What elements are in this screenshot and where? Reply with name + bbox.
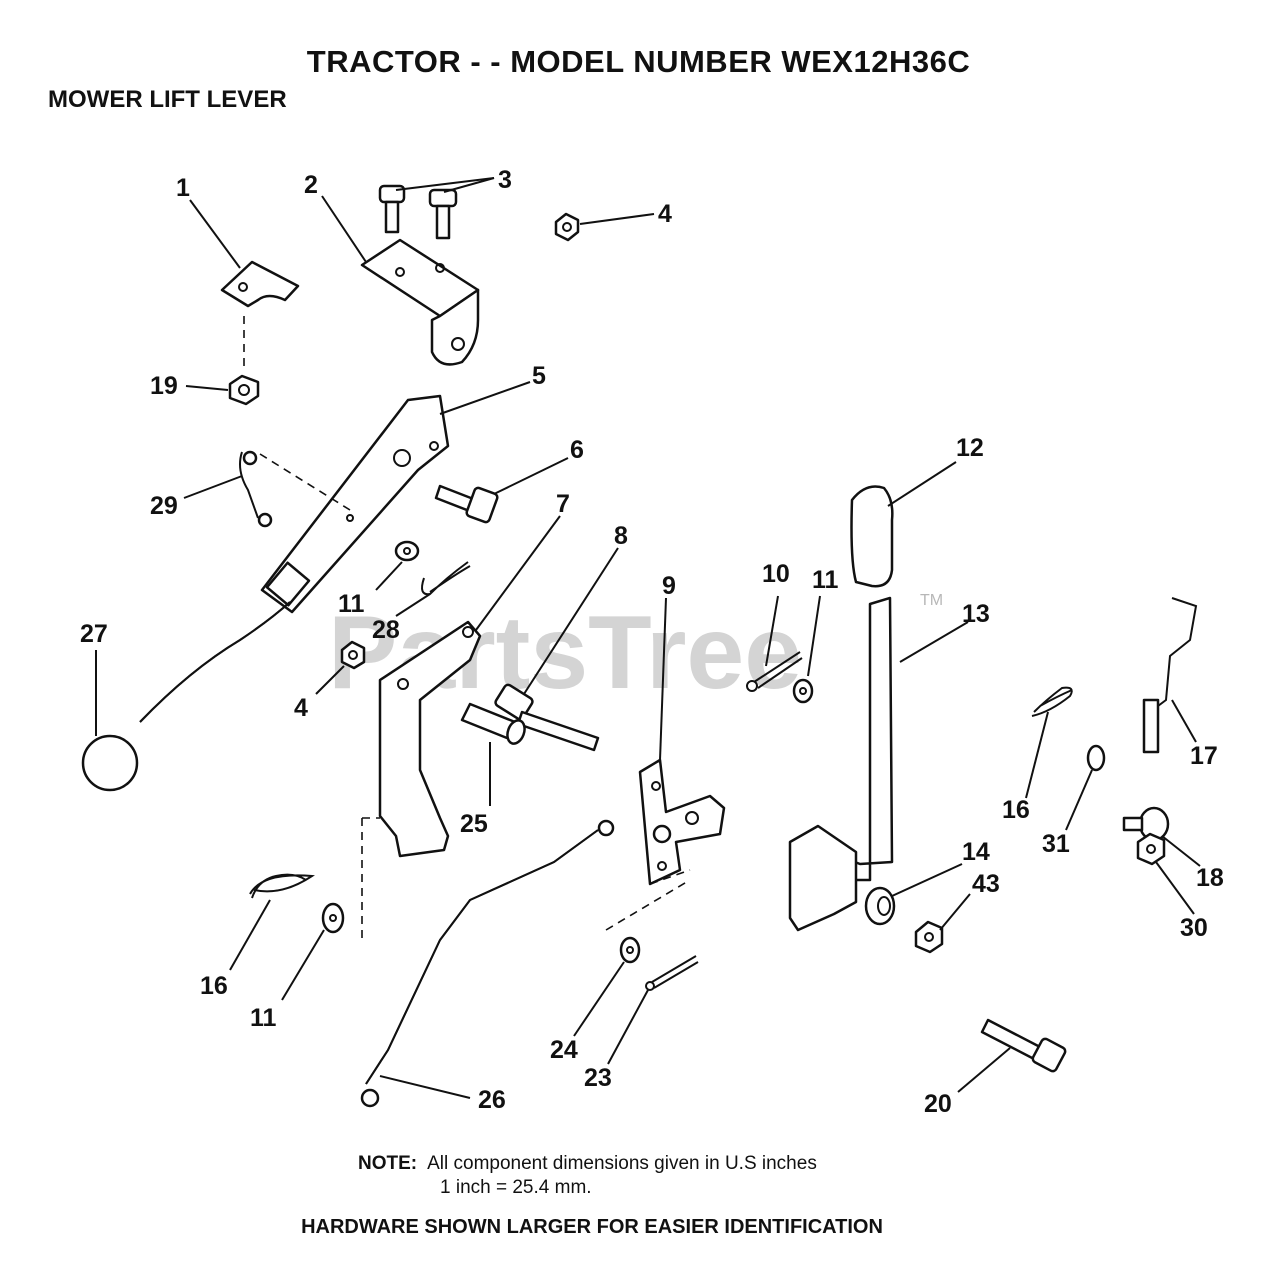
callout-8: 8	[614, 522, 628, 550]
callout-10: 10	[762, 560, 790, 588]
callout-43: 43	[972, 870, 1000, 898]
section-title: MOWER LIFT LEVER	[48, 86, 287, 113]
part-6-bolt[interactable]	[434, 484, 499, 524]
callout-25: 25	[460, 810, 488, 838]
assembly-line-1	[243, 316, 691, 940]
callout-26: 26	[478, 1086, 506, 1114]
part-2-bracket[interactable]	[360, 238, 480, 366]
part-23-cotter-pin[interactable]	[645, 955, 699, 991]
part-43-nut[interactable]	[914, 920, 944, 954]
callout-14: 14	[962, 838, 990, 866]
part-17-rod[interactable]	[1142, 597, 1198, 754]
callout-2: 2	[304, 171, 318, 199]
callout-9: 9	[662, 572, 676, 600]
callout-1: 1	[176, 174, 190, 202]
diagram-title: TRACTOR - - MODEL NUMBER WEX12H36C	[306, 44, 971, 79]
part-30-nut[interactable]	[1136, 832, 1166, 866]
part-11-washer[interactable]	[394, 540, 420, 562]
part-28-hairpin[interactable]	[421, 561, 471, 596]
part-4-nut[interactable]	[554, 212, 580, 242]
part-4-nut-lower[interactable]	[340, 640, 366, 670]
callout-4-lower: 4	[294, 694, 308, 722]
callout-30: 30	[1180, 914, 1208, 942]
part-14-bushing[interactable]	[864, 886, 896, 926]
callout-11-right: 11	[812, 566, 839, 594]
callout-27: 27	[80, 620, 108, 648]
callout-28: 28	[372, 616, 400, 644]
part-26-rod[interactable]	[360, 819, 615, 1108]
callout-12: 12	[956, 434, 984, 462]
part-31-washer[interactable]	[1086, 744, 1106, 772]
callout-17: 17	[1190, 742, 1218, 770]
callout-18: 18	[1196, 864, 1224, 892]
callout-7: 7	[556, 490, 570, 518]
part-12-grip[interactable]	[850, 485, 894, 588]
part-25-spacer[interactable]	[460, 702, 528, 746]
callout-5: 5	[532, 362, 546, 390]
note-line1: All component dimensions given in U.S in…	[427, 1153, 817, 1174]
note-line2: 1 inch = 25.4 mm.	[440, 1177, 592, 1198]
part-10-cotter-pin[interactable]	[746, 651, 803, 692]
callout-29: 29	[150, 492, 178, 520]
part-20-bolt[interactable]	[980, 1018, 1067, 1073]
callout-labels: 1 2 3 4 5 6 7 8 9 10 11 11 11 12 13 14 1…	[80, 166, 1224, 1118]
note-label: NOTE:	[358, 1153, 418, 1174]
part-1-clip[interactable]	[220, 260, 300, 308]
leader-lines	[95, 177, 1201, 1099]
callout-19: 19	[150, 372, 178, 400]
callout-23: 23	[584, 1064, 612, 1092]
part-16-hairpin[interactable]	[1031, 686, 1073, 717]
part-29-link[interactable]	[239, 450, 273, 528]
watermark-tm: TM	[920, 592, 943, 609]
callout-16-lower: 16	[200, 972, 228, 1000]
part-24-washer[interactable]	[619, 936, 641, 964]
part-16-hairpin-lower[interactable]	[249, 873, 315, 899]
callout-31: 31	[1042, 830, 1070, 858]
hardware-footer: HARDWARE SHOWN LARGER FOR EASIER IDENTIF…	[301, 1216, 883, 1238]
callout-24: 24	[550, 1036, 578, 1064]
part-9-pivot-plate[interactable]	[638, 758, 726, 886]
callout-13: 13	[962, 600, 990, 628]
callout-16-right: 16	[1002, 796, 1030, 824]
part-19-nut[interactable]	[228, 374, 260, 406]
callout-11-lower: 11	[250, 1004, 277, 1032]
callout-6: 6	[570, 436, 584, 464]
part-27-knob[interactable]	[81, 601, 291, 792]
callout-4: 4	[658, 200, 672, 228]
callout-11-mid: 11	[338, 590, 365, 618]
part-7-pivot-bracket[interactable]	[378, 620, 482, 858]
callout-3: 3	[498, 166, 512, 194]
part-11-washer-lower[interactable]	[321, 902, 345, 934]
dimensions-note: NOTE: All component dimensions given in U…	[358, 1152, 817, 1200]
part-3-bolts[interactable]	[378, 184, 458, 240]
part-5-lift-arm[interactable]	[260, 394, 450, 614]
callout-20: 20	[924, 1090, 952, 1118]
part-13-lever[interactable]	[788, 596, 894, 932]
part-11-washer-upper-right[interactable]	[792, 678, 814, 704]
